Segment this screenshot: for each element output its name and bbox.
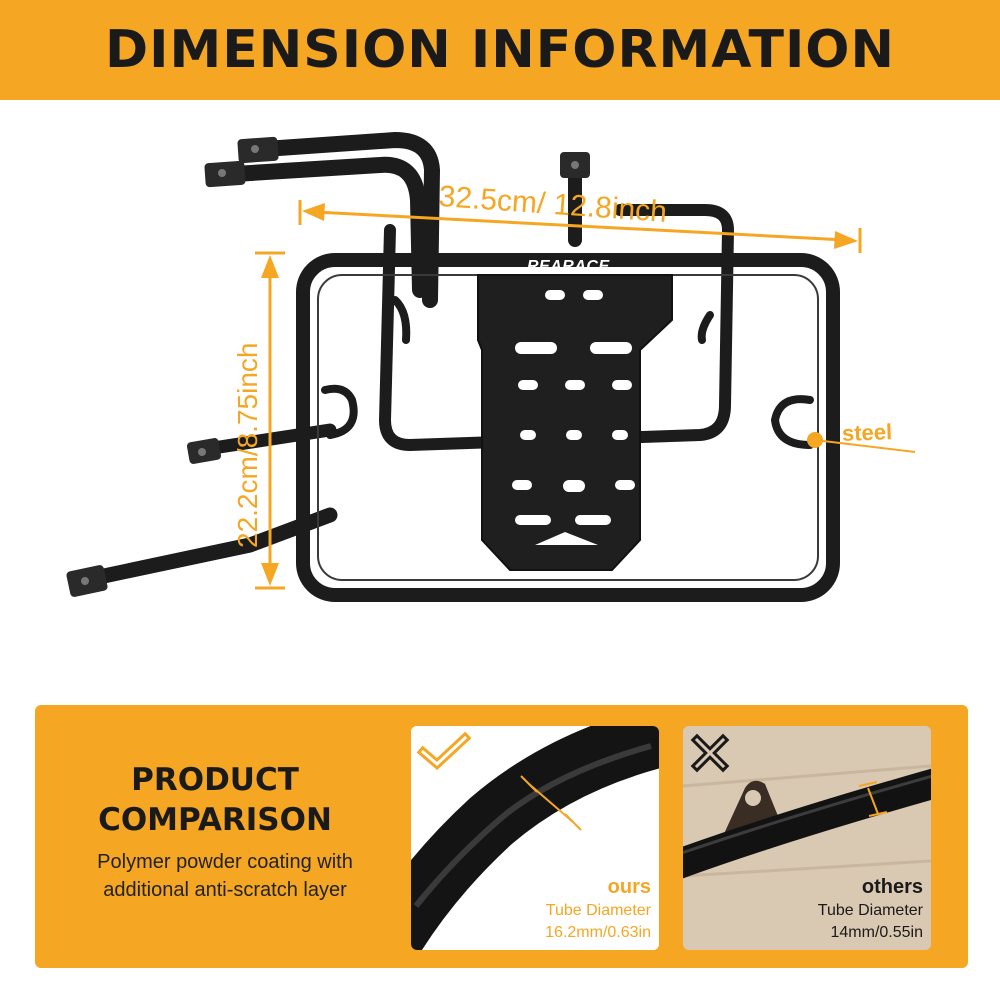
others-tube-image [683,726,931,950]
ours-diameter-marker [520,775,582,831]
rack-product-image [66,132,916,602]
comparison-desc-line1: Polymer powder coating with [97,851,353,873]
others-card: others Tube Diameter 14mm/0.55in [683,726,931,950]
others-spec-value: 14mm/0.55in [830,924,924,941]
tie-down-loops [321,296,814,449]
comparison-description: Polymer powder coating with additional a… [55,848,395,904]
others-label: others [861,876,923,898]
others-diameter-marker [858,781,888,817]
comparison-title: PRODUCT COMPARISON [55,760,375,840]
ours-spec-value: 16.2mm/0.63in [545,924,651,941]
plate-slots [512,290,635,545]
page-title: DIMENSION INFORMATION [104,20,896,80]
ours-tube-image [411,726,659,950]
rack-frame-front [296,253,840,602]
ours-card: ours Tube Diameter 16.2mm/0.63in [411,726,659,950]
others-spec-name: Tube Diameter [817,902,923,919]
mount-holes [81,145,579,585]
steel-callout [807,432,916,453]
cross-icon [690,733,730,773]
height-dimension-arrow [255,251,285,590]
width-dimension-arrow [298,200,862,253]
mounting-plate [477,274,673,571]
ours-label: ours [607,876,651,898]
header-banner [0,0,1000,100]
comparison-title-line2: COMPARISON [98,802,332,838]
comparison-title-line1: PRODUCT [131,762,299,798]
height-dimension-label: 22.2cm/8.75inch [232,342,263,548]
material-label: steel [841,419,893,446]
comparison-desc-line2: additional anti-scratch layer [103,879,347,901]
check-icon [416,731,472,771]
brand-logo: REARACE [527,258,610,275]
ours-spec-name: Tube Diameter [545,902,651,919]
